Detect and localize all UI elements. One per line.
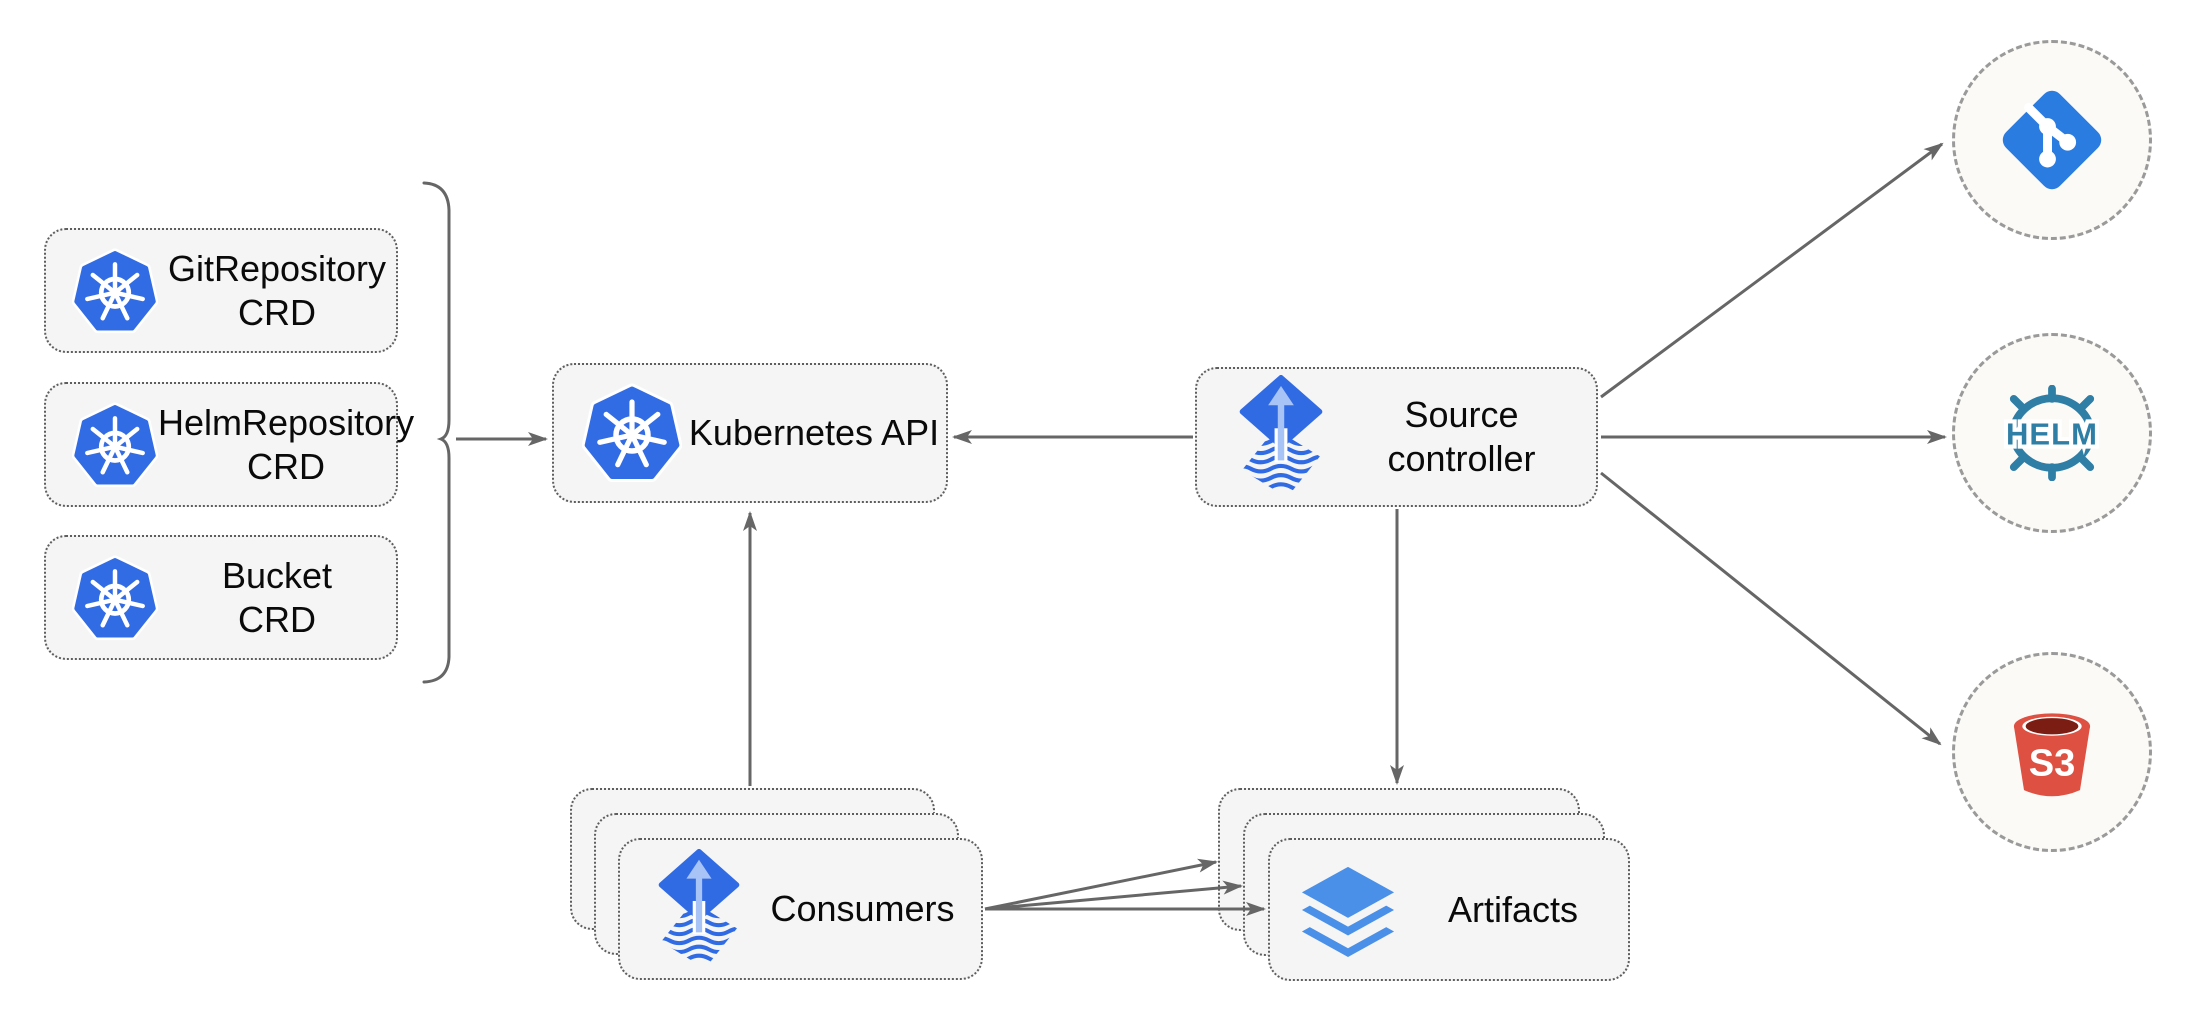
helmrepository-crd-label: HelmRepository CRD <box>158 401 415 487</box>
artifacts-layers-icon <box>1298 861 1398 959</box>
helmrepository-crd-node: HelmRepository CRD <box>44 382 414 507</box>
artifacts-label: Artifacts <box>1447 888 1579 930</box>
consumers-label: Consumers <box>770 888 955 930</box>
helm-wordmark: HELM <box>2006 416 2098 451</box>
kubernetes-icon <box>72 248 158 334</box>
bucket-crd-node: Bucket CRD <box>44 535 398 660</box>
kubernetes-icon <box>72 402 158 488</box>
kubernetes-icon <box>72 555 158 641</box>
gitrepository-crd-node: GitRepository CRD <box>44 228 398 353</box>
kubernetes-api-label: Kubernetes API <box>688 412 940 454</box>
helm-icon: HELM <box>2002 385 2101 481</box>
artifacts-node: Artifacts <box>1268 838 1630 981</box>
s3-bucket-icon: S3 <box>2013 713 2091 797</box>
helm-source-circle: HELM <box>1952 333 2152 533</box>
consumers-node: Consumers <box>618 838 983 980</box>
arrow-consumers-to-artifacts-2 <box>984 880 1243 911</box>
bucket-crd-label: Bucket CRD <box>221 554 333 640</box>
git-icon <box>2002 90 2102 190</box>
flux-icon <box>1235 375 1327 499</box>
kubernetes-icon <box>582 383 682 483</box>
crd-group-bracket <box>422 181 451 684</box>
git-source-circle <box>1952 40 2152 240</box>
source-controller-label: Source controller <box>1387 394 1536 479</box>
kubernetes-api-node: Kubernetes API <box>552 363 948 503</box>
arrow-consumers-to-artifacts-1 <box>984 858 1218 911</box>
s3-source-circle: S3 <box>1952 652 2152 852</box>
arrow-source-controller-to-s3 <box>1600 471 1942 746</box>
s3-wordmark: S3 <box>2029 743 2076 785</box>
flux-icon <box>654 849 744 970</box>
source-controller-node: Source controller <box>1195 367 1598 507</box>
gitrepository-crd-label: GitRepository CRD <box>167 247 387 333</box>
arrow-source-controller-to-git <box>1600 142 1944 399</box>
